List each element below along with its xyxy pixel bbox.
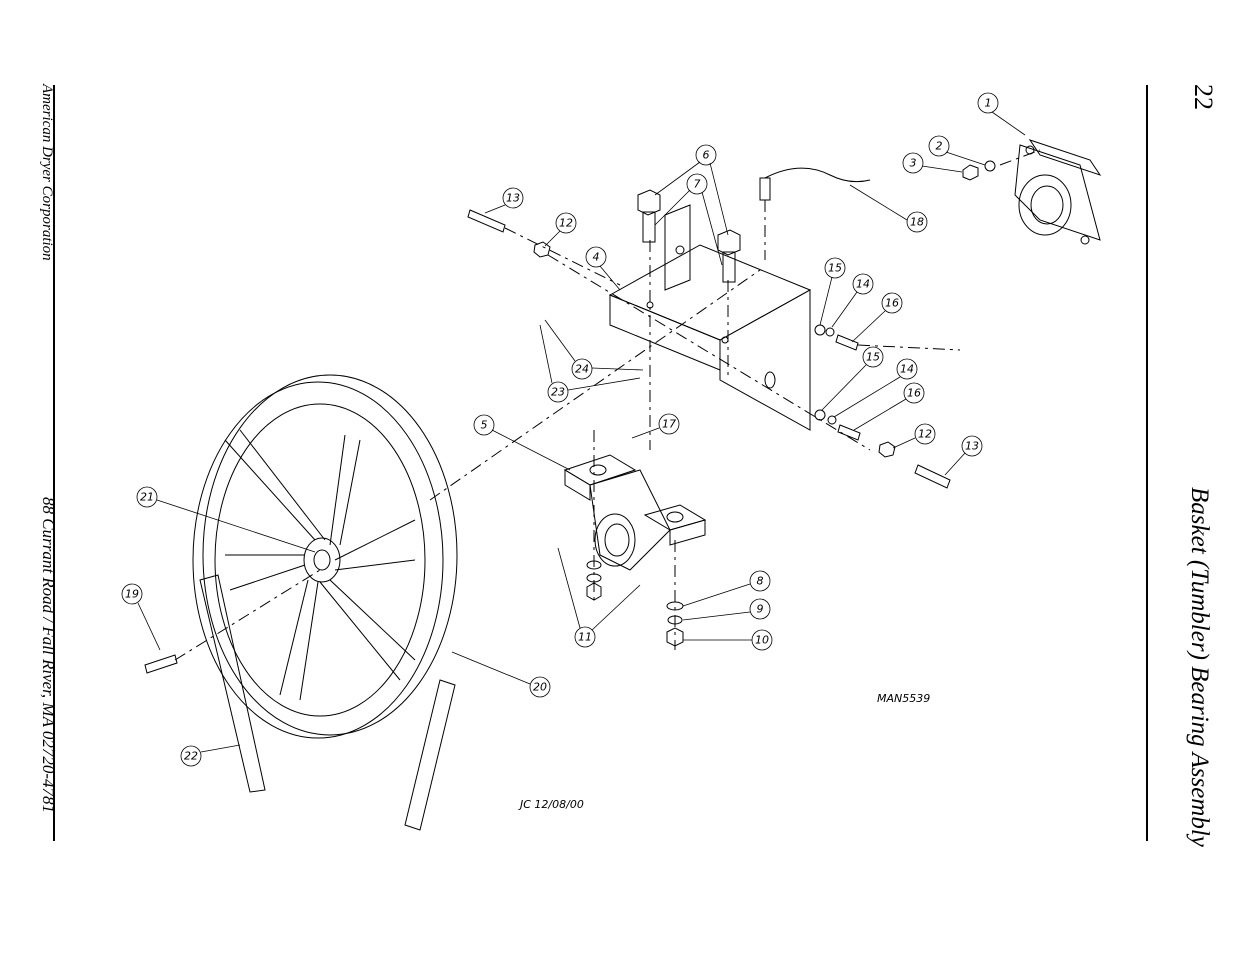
bolt-13-upper	[467, 209, 506, 233]
bolt-13-lower	[914, 464, 951, 489]
svg-text:4: 4	[593, 251, 600, 264]
flange-bearing	[1014, 139, 1102, 245]
key-19	[144, 654, 178, 674]
svg-text:10: 10	[755, 634, 769, 647]
nut-3	[962, 164, 979, 181]
drive-pulley	[192, 374, 458, 739]
washer-2	[984, 160, 996, 172]
callout-bubbles	[121, 92, 1026, 767]
nut-12-upper	[533, 241, 551, 258]
svg-text:20: 20	[533, 681, 547, 694]
svg-text:23: 23	[551, 386, 565, 399]
svg-text:24: 24	[575, 363, 589, 376]
svg-text:22: 22	[184, 750, 198, 763]
mounting-bracket	[608, 204, 812, 431]
svg-text:8: 8	[757, 575, 764, 588]
drafter-note: JC 12/08/00	[518, 798, 584, 811]
drawing-number: MAN5539	[877, 692, 930, 705]
svg-text:11: 11	[578, 631, 592, 644]
svg-text:1: 1	[985, 97, 992, 110]
svg-text:15: 15	[866, 351, 880, 364]
belt-right	[404, 679, 456, 831]
svg-text:13: 13	[506, 192, 520, 205]
center-lines	[174, 149, 1041, 661]
svg-text:5: 5	[481, 419, 488, 432]
svg-text:18: 18	[910, 216, 924, 229]
svg-text:16: 16	[907, 387, 921, 400]
svg-text:14: 14	[900, 363, 914, 376]
svg-text:12: 12	[559, 217, 573, 230]
svg-text:6: 6	[703, 149, 710, 162]
pillow-block-bearing	[563, 454, 707, 571]
nut-12-lower	[878, 441, 896, 458]
svg-text:13: 13	[965, 440, 979, 453]
svg-text:14: 14	[856, 278, 870, 291]
belt-left	[199, 574, 266, 793]
sensor-body	[759, 177, 771, 201]
right-border-rule	[1146, 85, 1148, 841]
sensor-wire	[764, 167, 871, 183]
svg-text:15: 15	[828, 262, 842, 275]
svg-text:2: 2	[936, 140, 943, 153]
svg-text:9: 9	[757, 603, 764, 616]
svg-text:21: 21	[140, 491, 154, 504]
bolts-6	[637, 189, 741, 283]
svg-text:16: 16	[885, 297, 899, 310]
svg-text:17: 17	[662, 418, 676, 431]
callout-labels: 1 2 3 4 5 6 7 8 9 10 11 12 13 14 15 16 1…	[125, 97, 992, 763]
svg-text:12: 12	[918, 428, 932, 441]
svg-text:7: 7	[694, 178, 701, 191]
svg-text:3: 3	[910, 157, 917, 170]
svg-text:19: 19	[125, 588, 139, 601]
left-border-rule	[53, 85, 55, 841]
